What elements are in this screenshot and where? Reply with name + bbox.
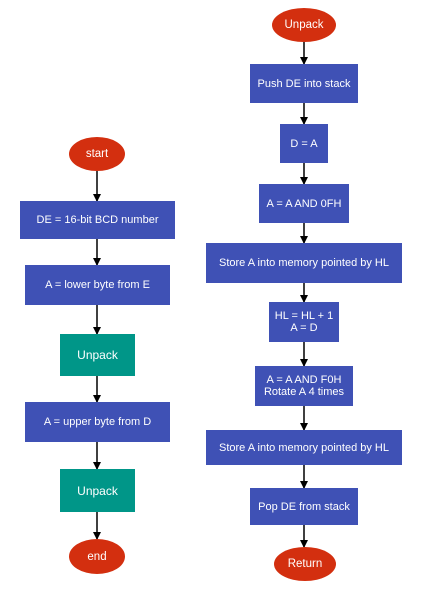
right-step-store-a-2: Store A into memory pointed by HL <box>206 430 402 465</box>
left-end-terminal: end <box>69 539 125 574</box>
right-step-pop-de: Pop DE from stack <box>250 488 358 525</box>
right-step-d-equals-a: D = A <box>280 124 328 163</box>
left-step-lower-byte: A = lower byte from E <box>25 265 170 305</box>
left-step-upper-byte: A = upper byte from D <box>25 402 170 442</box>
right-step-increment-hl: HL = HL + 1 A = D <box>269 302 339 342</box>
right-return-terminal: Return <box>274 547 336 581</box>
right-step-and-f0h-rotate: A = A AND F0H Rotate A 4 times <box>255 366 353 406</box>
right-unpack-terminal: Unpack <box>272 8 336 42</box>
right-step-and-0fh: A = A AND 0FH <box>259 184 349 223</box>
left-call-unpack-2: Unpack <box>60 469 135 512</box>
right-step-store-a-1: Store A into memory pointed by HL <box>206 243 402 283</box>
left-step-load-de: DE = 16-bit BCD number <box>20 201 175 239</box>
right-step-push-de: Push DE into stack <box>250 64 358 103</box>
left-start-terminal: start <box>69 137 125 171</box>
left-call-unpack-1: Unpack <box>60 334 135 376</box>
